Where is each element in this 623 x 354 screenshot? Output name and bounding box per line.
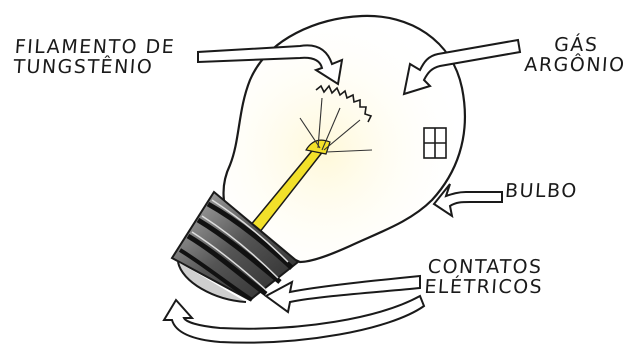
- bulb-label: BULBO: [504, 180, 579, 202]
- gas-label: GÁS ARGÔNIO: [523, 34, 623, 76]
- contacts-arrow-upper: [264, 274, 421, 314]
- filament-label: FILAMENTO DE TUNGSTÊNIO: [12, 36, 176, 78]
- filament-arrow: [197, 44, 344, 86]
- gas-label-line2: ARGÔNIO: [523, 53, 623, 76]
- gas-arrow: [402, 38, 522, 96]
- filament-label-line2: TUNGSTÊNIO: [12, 55, 155, 78]
- bulb-arrow: [432, 183, 503, 219]
- lead-wires: [299, 97, 373, 153]
- contacts-label: CONTATOS ELÉTRICOS: [423, 256, 546, 298]
- glass-glint: [423, 127, 447, 159]
- gas-label-line1: GÁS: [553, 34, 600, 56]
- screw-base: [170, 190, 300, 303]
- contacts-label-line2: ELÉTRICOS: [423, 275, 544, 298]
- tungsten-filament: [315, 84, 373, 123]
- bulb-label-text: BULBO: [504, 180, 579, 202]
- filament-label-line1: FILAMENTO DE: [13, 36, 176, 58]
- contacts-arrow-lower: [162, 294, 426, 344]
- contacts-label-line1: CONTATOS: [427, 256, 544, 278]
